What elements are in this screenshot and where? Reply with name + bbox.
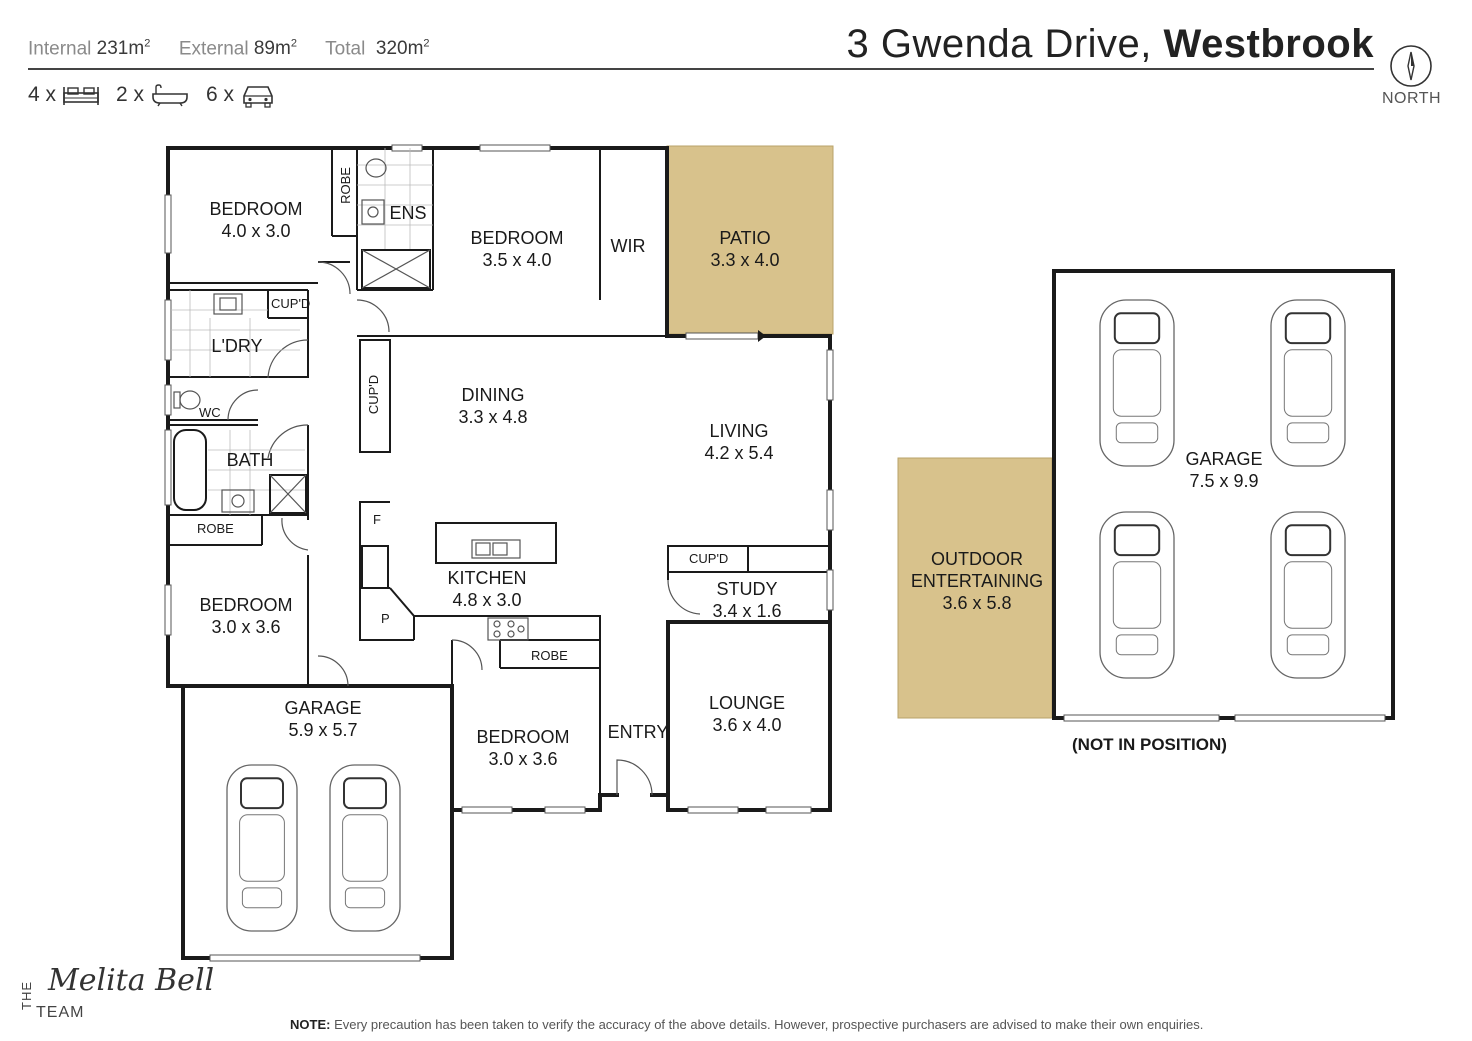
room-bath: BATH	[226, 450, 274, 470]
total-label: Total	[325, 38, 366, 60]
car-outlines	[226, 299, 1346, 932]
car-outline	[329, 764, 401, 932]
room-ensuite: ENS	[389, 203, 427, 223]
car-icon	[243, 86, 273, 108]
logo-the: THE	[19, 981, 34, 1010]
room-cupd-dining: CUP'D	[366, 374, 382, 415]
room-wir: WIR	[610, 236, 646, 256]
address-street: 3 Gwenda Drive,	[846, 22, 1152, 66]
door-swings	[227, 261, 701, 796]
internal-value: 231m2	[96, 38, 151, 60]
interior-walls	[168, 148, 830, 810]
detached-garage-walls	[1052, 269, 1395, 722]
bathroom-count: 2 x	[116, 83, 190, 107]
room-robe-3: ROBE	[531, 648, 568, 663]
room-cupd-study: CUP'D	[689, 551, 729, 566]
compass-icon	[1390, 45, 1432, 87]
room-cupd-laundry: CUP'D	[271, 296, 311, 311]
bath-icon	[152, 84, 188, 107]
windows	[164, 144, 834, 962]
address-suburb: Westbrook	[1163, 22, 1374, 66]
not-in-position-note: (NOT IN POSITION)	[1072, 735, 1227, 754]
external-label: External	[178, 38, 249, 60]
bedroom-count: 4 x	[28, 83, 100, 107]
room-wc: WC	[199, 405, 221, 420]
feature-summary: 4 x 2 x 6 x	[28, 82, 292, 108]
car-outline	[1099, 299, 1175, 467]
patio-deck	[666, 145, 834, 335]
area-summary: Internal 231m2 External 89m2 Total 320m2	[28, 38, 430, 60]
bed-icon	[63, 87, 99, 105]
compass-label: NORTH	[1382, 90, 1442, 107]
car-outline	[226, 764, 298, 932]
outdoor-deck	[897, 457, 1053, 719]
external-value: 89m2	[253, 38, 297, 60]
room-laundry: L'DRY	[211, 336, 263, 356]
disclaimer-note: NOTE: Every precaution has been taken to…	[290, 1017, 1204, 1032]
room-fridge: F	[373, 512, 381, 527]
logo-team: TEAM	[36, 1004, 85, 1021]
car-outline	[1270, 511, 1346, 679]
room-pantry: P	[381, 611, 390, 626]
fixtures	[171, 148, 529, 641]
room-robe-2: ROBE	[197, 521, 234, 536]
car-outline	[1270, 299, 1346, 467]
property-address: 3 Gwenda Drive, Westbrook	[846, 22, 1374, 67]
room-robe-1: ROBE	[337, 167, 353, 204]
total-value: 320m2	[375, 38, 430, 60]
internal-label: Internal	[28, 38, 92, 60]
room-entry: ENTRY	[607, 722, 669, 742]
header-divider	[28, 68, 1374, 70]
slider-arrow	[758, 330, 766, 342]
logo-script: Melita Bell	[48, 963, 215, 998]
car-count: 6 x	[206, 82, 276, 108]
car-outline	[1099, 511, 1175, 679]
